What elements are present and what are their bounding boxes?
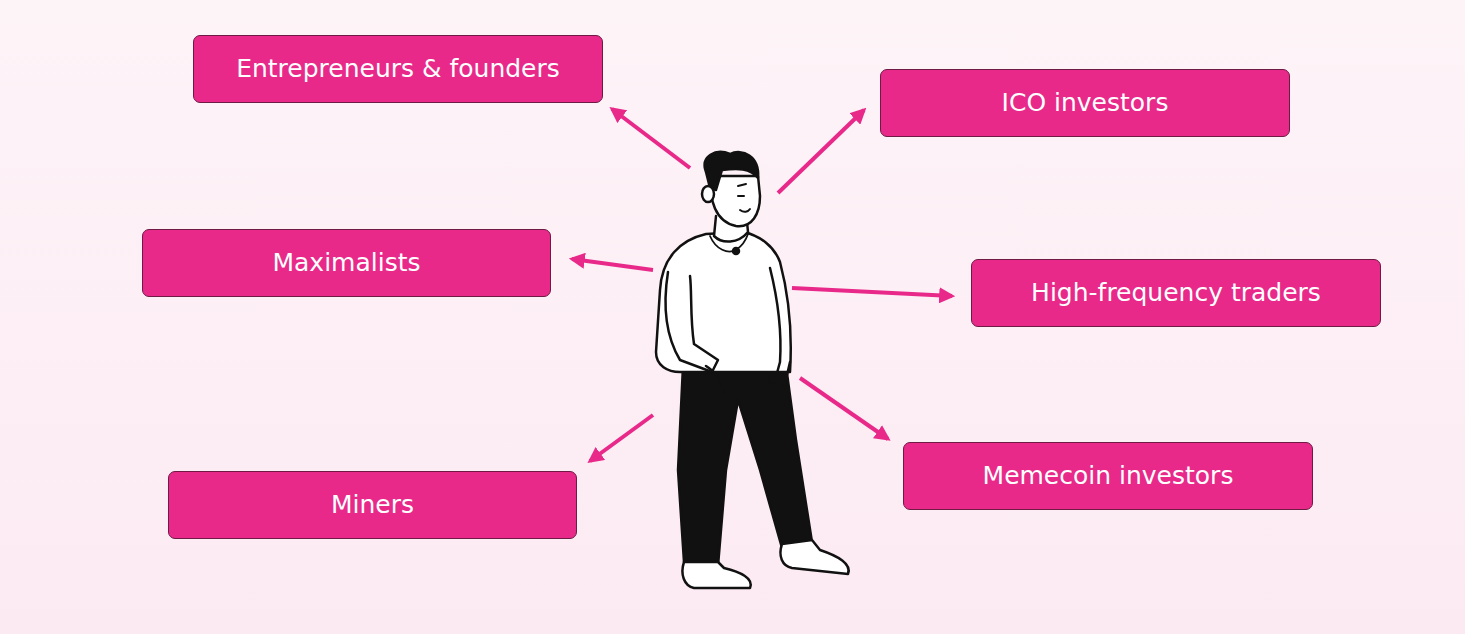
right-shoe bbox=[780, 540, 848, 574]
category-label: Memecoin investors bbox=[983, 461, 1234, 491]
category-box: Memecoin investors bbox=[903, 442, 1313, 510]
category-box: Entrepreneurs & founders bbox=[193, 35, 603, 103]
pointer-arrow bbox=[800, 378, 888, 439]
sweater bbox=[656, 232, 791, 372]
hands bbox=[706, 366, 778, 392]
pointer-arrow bbox=[778, 110, 864, 193]
left-shoe bbox=[682, 562, 750, 588]
face-features bbox=[738, 184, 750, 212]
left-arm bbox=[666, 272, 718, 372]
ear bbox=[702, 186, 714, 202]
category-box: ICO investors bbox=[880, 69, 1290, 137]
pendant bbox=[733, 248, 739, 254]
category-box: Miners bbox=[168, 471, 577, 539]
category-label: Maximalists bbox=[272, 248, 420, 278]
pants bbox=[678, 366, 812, 566]
person bbox=[656, 152, 849, 588]
category-label: Entrepreneurs & founders bbox=[236, 54, 560, 84]
pointer-arrow bbox=[590, 415, 653, 461]
pointer-arrow bbox=[612, 109, 690, 168]
necklace bbox=[710, 234, 748, 251]
category-box: Maximalists bbox=[142, 229, 551, 297]
category-box: High-frequency traders bbox=[971, 259, 1381, 327]
category-label: High-frequency traders bbox=[1031, 278, 1321, 308]
category-label: Miners bbox=[331, 490, 414, 520]
right-arm bbox=[770, 268, 790, 388]
pointer-arrow bbox=[792, 288, 952, 296]
category-label: ICO investors bbox=[1002, 88, 1169, 118]
pointer-arrow bbox=[572, 259, 653, 270]
hair bbox=[705, 152, 758, 190]
